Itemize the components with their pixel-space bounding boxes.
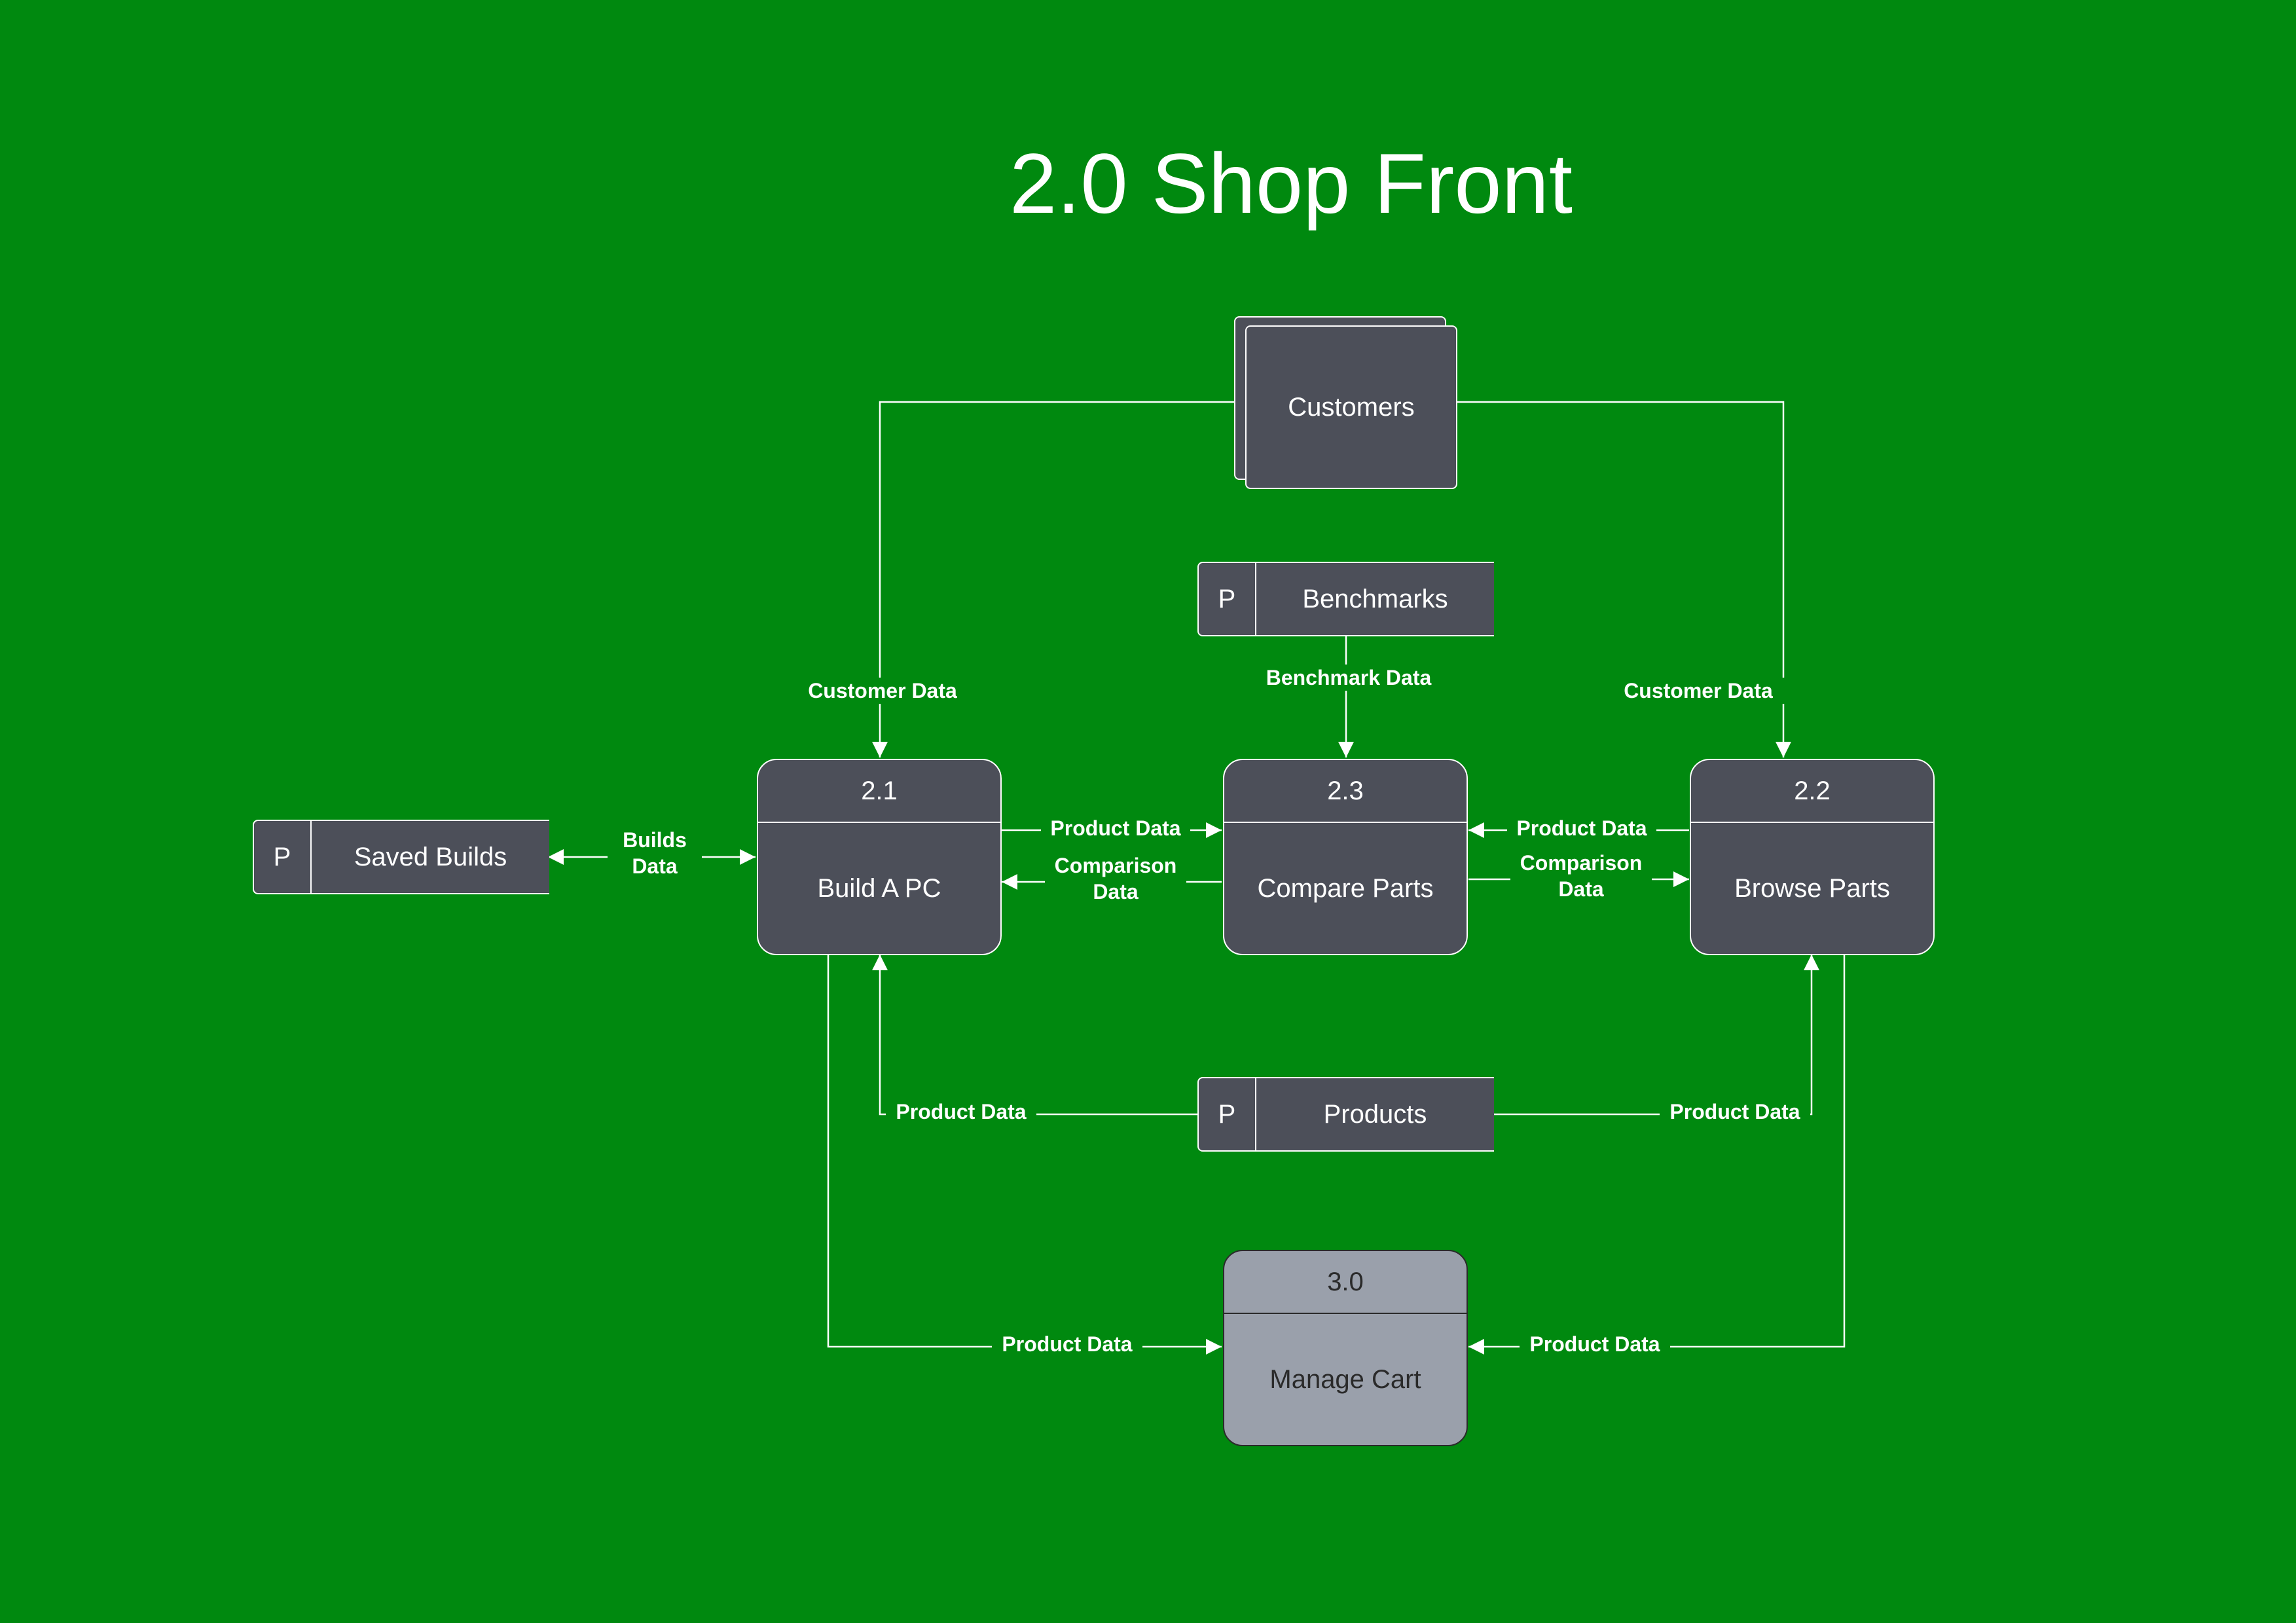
process-label: Manage Cart xyxy=(1269,1364,1421,1394)
saved-builds-store-label: Saved Builds xyxy=(354,842,507,871)
flow-line-products-to-browse xyxy=(1493,955,1819,1116)
saved-builds-store-id: P xyxy=(254,821,312,893)
flow-label-product-data-build-cart: Product Data xyxy=(992,1331,1142,1357)
flow-line-build-to-cart xyxy=(827,955,1222,1355)
flow-label-product-data-products-build: Product Data xyxy=(886,1099,1036,1125)
flow-label-product-data-browse-cart: Product Data xyxy=(1520,1331,1670,1357)
saved-builds-store[interactable]: P Saved Builds xyxy=(253,820,549,894)
flow-line-browse-to-cart xyxy=(1468,955,1846,1355)
flow-line-customers-to-browse xyxy=(1455,401,1791,757)
customers-entity[interactable]: Customers xyxy=(1245,325,1457,489)
flow-label-product-data-products-browse: Product Data xyxy=(1660,1099,1810,1125)
flow-line-customers-to-build xyxy=(872,401,1234,757)
process-build-a-pc[interactable]: 2.1 Build A PC xyxy=(757,759,1002,955)
flow-label-customer-data-right: Customer Data xyxy=(1611,678,1786,704)
process-number: 2.1 xyxy=(758,760,1000,823)
flow-label-comparison-data-compare-build: Comparison Data xyxy=(1045,852,1186,905)
flow-label-builds-data: Builds Data xyxy=(608,827,702,879)
products-store-label: Products xyxy=(1323,1099,1427,1129)
products-store[interactable]: P Products xyxy=(1197,1077,1494,1152)
benchmarks-store[interactable]: P Benchmarks xyxy=(1197,562,1494,636)
process-number: 2.3 xyxy=(1224,760,1467,823)
benchmarks-store-label: Benchmarks xyxy=(1302,584,1448,613)
process-browse-parts[interactable]: 2.2 Browse Parts xyxy=(1690,759,1935,955)
process-number: 2.2 xyxy=(1691,760,1933,823)
process-label: Compare Parts xyxy=(1257,873,1434,903)
flow-label-comparison-data-compare-browse: Comparison Data xyxy=(1510,850,1652,902)
process-number: 3.0 xyxy=(1224,1251,1467,1314)
flow-label-benchmark-data: Benchmark Data xyxy=(1248,665,1449,691)
flow-line-products-to-build xyxy=(872,955,1197,1116)
page-title: 2.0 Shop Front xyxy=(1010,136,1573,231)
process-label: Build A PC xyxy=(817,873,941,903)
products-store-id: P xyxy=(1199,1078,1256,1150)
process-compare-parts[interactable]: 2.3 Compare Parts xyxy=(1223,759,1468,955)
flow-label-product-data-build-compare: Product Data xyxy=(1041,815,1190,841)
benchmarks-store-id: P xyxy=(1199,563,1256,635)
flow-label-customer-data-left: Customer Data xyxy=(795,678,970,704)
flow-label-product-data-browse-compare: Product Data xyxy=(1507,815,1656,841)
process-manage-cart[interactable]: 3.0 Manage Cart xyxy=(1223,1250,1468,1446)
process-label: Browse Parts xyxy=(1734,873,1890,903)
customers-label: Customers xyxy=(1288,392,1415,422)
